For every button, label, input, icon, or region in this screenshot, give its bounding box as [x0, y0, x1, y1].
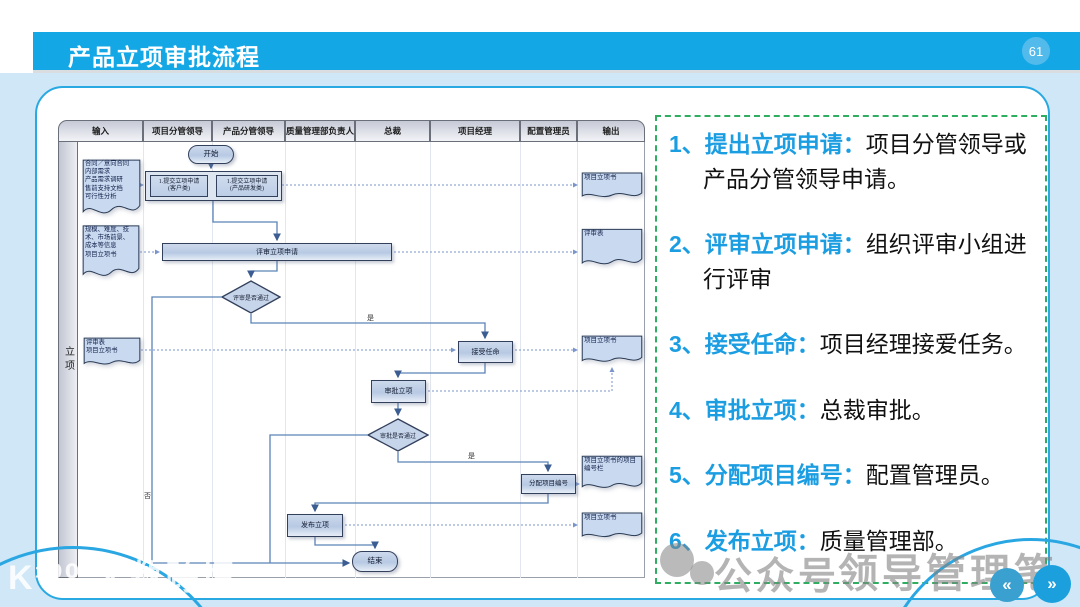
flowchart-area [78, 142, 645, 578]
lane-divider [212, 142, 213, 578]
flow-submit-rd: 1.提交立项申请 (产品研发类) [216, 175, 278, 197]
lane-header-qa-head: 质量管理部负责人 [285, 120, 355, 142]
output-doc-number-column: 项目立项书的项目编号栏 [581, 455, 643, 493]
branch-label-no: 否 [144, 492, 151, 500]
chevron-left-icon: « [1002, 575, 1012, 594]
page-title: 产品立项审批流程 [68, 44, 260, 70]
lane-divider [430, 142, 431, 578]
lane-divider [355, 142, 356, 578]
input-doc-scale-info: 规模、难度、技 术、市场前景、 成本等信息 项目立项书 [82, 224, 140, 282]
flow-review-decision: 评审是否通过 [221, 280, 281, 314]
notes-panel: 1、提出立项申请：项目分管领导或产品分管领导申请。 2、评审立项申请：组织评审小… [655, 115, 1047, 584]
prev-button[interactable]: « [990, 568, 1024, 602]
flow-review-node: 评审立项申请 [162, 243, 392, 261]
note-item-1: 1、提出立项申请：项目分管领导或产品分管领导申请。 [669, 131, 1027, 192]
note-item-3: 3、接受任命：项目经理接爱任务。 [669, 331, 1027, 357]
output-doc-initiation-3: 项目立项书 [581, 512, 643, 542]
branch-label-yes: 是 [367, 314, 374, 322]
lane-header-output: 输出 [577, 120, 645, 142]
flow-accept-node: 接受任命 [458, 341, 513, 363]
output-doc-initiation-1: 项目立项书 [581, 172, 643, 202]
flow-approve-decision: 审批是否通过 [367, 418, 429, 452]
flow-submit-customer: 1.提交立项申请 (客户类) [150, 175, 208, 197]
phase-band: 立项 [58, 142, 78, 578]
lane-header-project-lead: 项目分管领导 [143, 120, 212, 142]
flow-assign-number-node: 分配项目编号 [521, 474, 576, 494]
next-button[interactable]: » [1033, 565, 1071, 603]
output-doc-review-form: 评审表 [581, 228, 643, 270]
lane-header-config-admin: 配置管理员 [520, 120, 577, 142]
flowchart: 输入 项目分管领导 产品分管领导 质量管理部负责人 总裁 项目经理 配置管理员 … [58, 120, 645, 578]
lane-header-input: 输入 [58, 120, 143, 142]
output-doc-initiation-2: 项目立项书 [581, 335, 643, 367]
lane-header-ceo: 总裁 [355, 120, 430, 142]
flow-approve-node: 审批立项 [371, 380, 426, 403]
branch-label-yes: 是 [468, 452, 475, 460]
input-doc-review-form: 评审表 项目立项书 [83, 337, 141, 370]
input-doc-contracts: 合同／意向合同 内部需求 产品需求调研 售前支持文档 可行性分析 [82, 158, 141, 220]
lane-divider [285, 142, 286, 578]
chevron-right-icon: » [1047, 574, 1057, 593]
page-number-badge: 61 [1022, 37, 1050, 65]
flow-start-node: 开始 [188, 145, 234, 164]
phase-label: 立项 [62, 345, 74, 374]
note-item-2: 2、评审立项申请：组织评审小组进行评审 [669, 231, 1027, 292]
lane-divider [577, 142, 578, 578]
note-item-4: 4、审批立项：总裁审批。 [669, 396, 935, 423]
flow-publish-node: 发布立项 [287, 514, 343, 537]
lane-header-project-manager: 项目经理 [430, 120, 520, 142]
lane-divider [520, 142, 521, 578]
note-item-5: 5、分配项目编号：配置管理员。 [669, 462, 1004, 488]
note-item-6: 6、发布立项：质量管理部。 [669, 527, 958, 554]
lane-divider [143, 142, 144, 578]
lane-header-product-lead: 产品分管领导 [212, 120, 285, 142]
title-bar: 产品立项审批流程 61 [33, 32, 1080, 70]
flow-end-node: 结束 [352, 551, 398, 572]
